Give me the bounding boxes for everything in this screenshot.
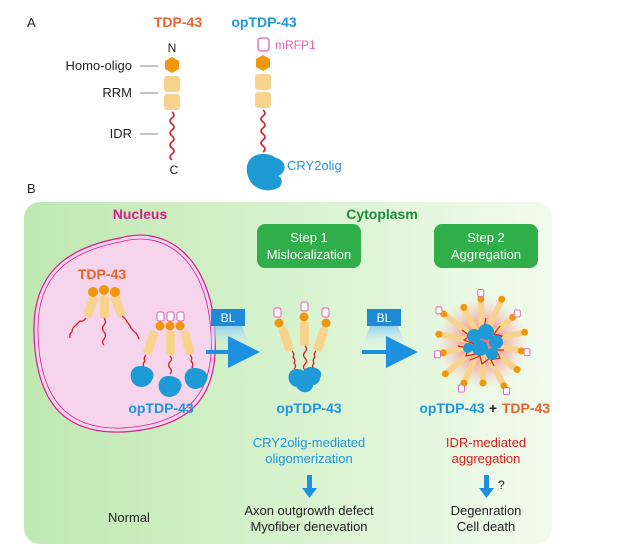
step1-box: Step 1 Mislocalization	[257, 224, 361, 268]
outcome1-line2: Myofiber denevation	[250, 519, 367, 534]
panel-b-label: B	[27, 181, 36, 196]
outcome2-line2: Cell death	[457, 519, 516, 534]
idr-domain	[169, 111, 175, 161]
aggregate-spoke-head	[439, 349, 447, 357]
c-terminus-label: C	[170, 163, 179, 177]
step2-tdp43-label: TDP-43	[502, 400, 550, 416]
aggregate-mrfp-tag	[457, 384, 465, 393]
aggregate-spoke-head	[441, 370, 449, 378]
rrm1-domain	[164, 76, 180, 92]
op-rrm1-domain	[255, 74, 271, 90]
aggregate-spoke-head	[517, 347, 525, 355]
homo-oligo-label: Homo-oligo	[66, 58, 132, 73]
blue-light-1: BL	[206, 309, 250, 346]
cry-mediated-line2: oligomerization	[265, 451, 352, 466]
aggregate-mrfp-tag	[477, 289, 485, 297]
cytoplasm-label: Cytoplasm	[346, 206, 418, 222]
rrm-label: RRM	[102, 85, 132, 100]
aggregate-spoke-head	[435, 330, 443, 338]
aggregate-spoke-head	[521, 328, 529, 336]
normal-label: Normal	[108, 510, 150, 525]
nucleus-label: Nucleus	[113, 206, 168, 222]
aggregate	[433, 289, 531, 396]
step2-plus: +	[489, 400, 497, 416]
aggregate-mrfp-tag	[513, 309, 521, 318]
op-homo-oligo-domain	[256, 55, 270, 71]
aggregate-spoke	[478, 300, 485, 333]
step1-subtitle: Mislocalization	[267, 247, 352, 262]
aggregate-spoke	[479, 353, 486, 382]
tdp-title: TDP-43	[154, 14, 202, 30]
idr-mediated-line1: IDR-mediated	[446, 435, 526, 450]
aggregate-mrfp-tag	[523, 348, 531, 357]
rrm2-domain	[164, 94, 180, 110]
aggregate-spoke-head	[460, 303, 468, 311]
optdp43-cytoplasm-cluster	[273, 301, 331, 393]
outcome1-line1: Axon outgrowth defect	[244, 503, 374, 518]
step2-optdp43-label: opTDP-43	[419, 400, 485, 416]
op-rrm2-domain	[255, 92, 271, 108]
aggregate-spoke-head	[498, 295, 506, 303]
tdp43-schematic	[164, 57, 180, 161]
aggregate-spoke	[443, 313, 474, 338]
step2-title: Step 2	[467, 230, 505, 245]
bl2-label: BL	[377, 311, 392, 325]
step2-box: Step 2 Aggregation	[434, 224, 538, 268]
aggregate-spoke	[462, 352, 480, 383]
nucleus-tdp43-label: TDP-43	[78, 266, 126, 282]
aggregate-spoke-head	[477, 295, 485, 303]
aggregate-spoke-head	[513, 366, 521, 374]
n-terminus-label: N	[168, 41, 177, 55]
tdp43-oligomer	[69, 285, 140, 346]
cry2olig-domain	[246, 154, 285, 191]
cry2olig-label: CRY2olig	[287, 158, 342, 173]
step2-subtitle: Aggregation	[451, 247, 521, 262]
step2-down-arrow	[479, 475, 494, 498]
outcome2-line1: Degenration	[451, 503, 522, 518]
bl1-label: BL	[221, 311, 236, 325]
aggregate-spoke-head	[479, 379, 487, 387]
idr-mediated-line2: aggregation	[452, 451, 521, 466]
cry-mediated-line1: CRY2olig-mediated	[253, 435, 366, 450]
aggregate-mrfp-tag	[433, 350, 441, 359]
op-idr-domain	[260, 109, 266, 153]
step1-down-arrow	[302, 475, 317, 498]
mrfp1-label: mRFP1	[275, 38, 316, 52]
mrfp1-tag	[257, 37, 270, 52]
optdp43-schematic	[246, 37, 285, 191]
step1-title: Step 1	[290, 230, 328, 245]
aggregate-mrfp-tag	[435, 306, 443, 315]
idr-label: IDR	[110, 126, 132, 141]
question-mark: ?	[498, 478, 505, 492]
optdp-title: opTDP-43	[231, 14, 297, 30]
step1-optdp43-label: opTDP-43	[276, 400, 342, 416]
homo-oligo-domain	[165, 57, 179, 73]
aggregate-spoke	[462, 307, 479, 334]
panel-a-label: A	[27, 15, 36, 30]
aggregate-mrfp-tag	[503, 387, 511, 396]
optdp43-nucleus-cluster	[130, 311, 208, 397]
nucleus-optdp43-label: opTDP-43	[128, 400, 194, 416]
